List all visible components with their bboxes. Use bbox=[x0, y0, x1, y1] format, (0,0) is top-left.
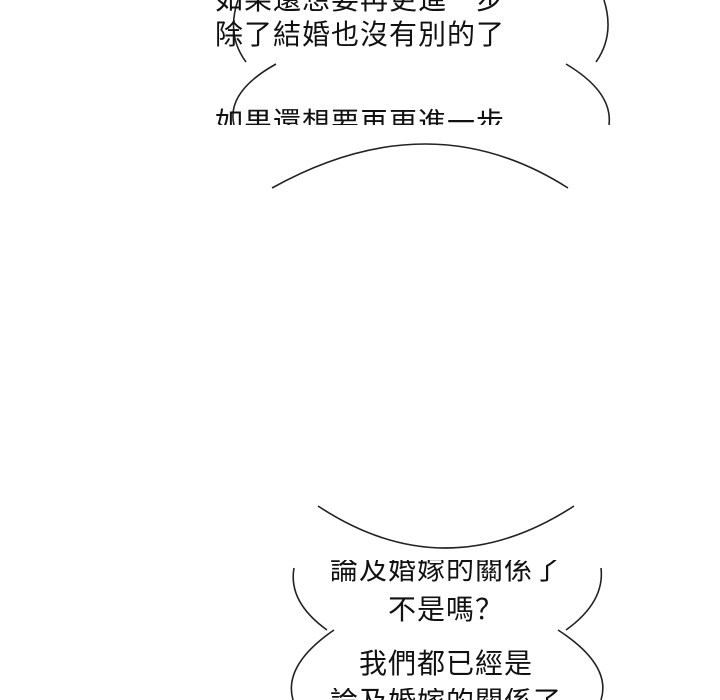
speech-bubble-3: 論及婚嫁的關係了 bbox=[0, 560, 720, 586]
comic-panel-bottom: 論及婚嫁的關係了 不是嗎？ 我們都已經是 論及婚嫁的關係了 bbox=[0, 560, 720, 700]
speech-bubble-4: 論及婚嫁的關係了 bbox=[0, 688, 720, 700]
bubble-1-line-1: 如果還想要再更進一步 bbox=[0, 0, 720, 14]
speech-bubble-1: 如果還想要再更進一步 bbox=[0, 0, 720, 24]
comic-panel-top: 如果還想要再更進一步 除了結婚也沒有別的了 如果還想要再更進一步 bbox=[0, 0, 720, 125]
bubble-4-line-2: 論及婚嫁的關係了 bbox=[0, 688, 720, 700]
speech-bubble-2: 如果還想要再更進一步 bbox=[0, 105, 720, 126]
speech-bubble-outlines-top bbox=[232, 0, 611, 125]
bubble-2-line-1: 如果還想要再更進一步 bbox=[214, 106, 505, 126]
speech-bubble-outlines-bottom bbox=[290, 567, 604, 700]
bubble-3-line-1: 論及婚嫁的關係了 bbox=[329, 560, 562, 586]
bubble-4-line-1: 我們都已經是 bbox=[358, 647, 533, 680]
bubble-1-line-2: 除了結婚也沒有別的了 bbox=[214, 18, 505, 51]
bubble-3-line-2: 不是嗎？ bbox=[387, 593, 504, 626]
